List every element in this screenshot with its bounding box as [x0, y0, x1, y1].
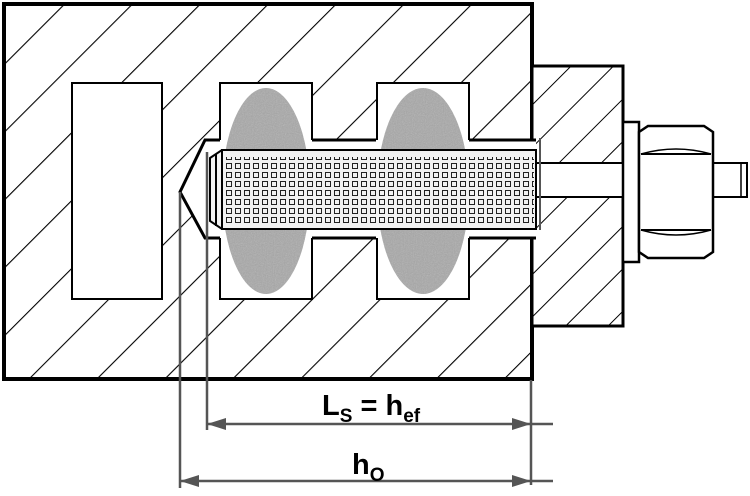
washer — [621, 120, 641, 264]
hef-main: h — [385, 390, 404, 422]
hef-subscript: ef — [403, 406, 421, 427]
hex-nut — [637, 124, 715, 260]
dimension-h0 — [178, 192, 553, 488]
ls-main: L — [322, 390, 340, 422]
dimension-label-h0: hO — [352, 449, 385, 486]
dimension-label-ls-hef: LS = hef — [322, 390, 420, 427]
dimension-ls-hef — [205, 138, 553, 485]
ls-subscript: S — [339, 406, 353, 427]
mesh-sleeve — [209, 149, 537, 230]
h0-main: h — [352, 449, 370, 481]
ls-equals: = — [352, 390, 386, 422]
cavity-left — [71, 82, 163, 300]
threaded-rod — [535, 162, 748, 198]
h0-subscript: O — [369, 465, 385, 486]
